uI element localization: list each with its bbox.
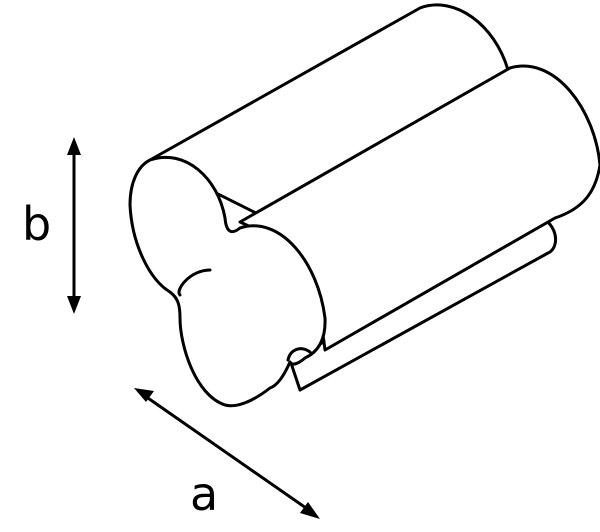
b-dimension-label: b xyxy=(22,197,51,251)
end-face-seam-right xyxy=(286,347,312,362)
a-dimension-label: a xyxy=(190,467,218,521)
a-dimension-arrow xyxy=(134,388,320,519)
end-face-seam-left xyxy=(177,268,212,297)
end-cross-section xyxy=(128,155,327,408)
b-dimension-arrow xyxy=(67,137,81,314)
